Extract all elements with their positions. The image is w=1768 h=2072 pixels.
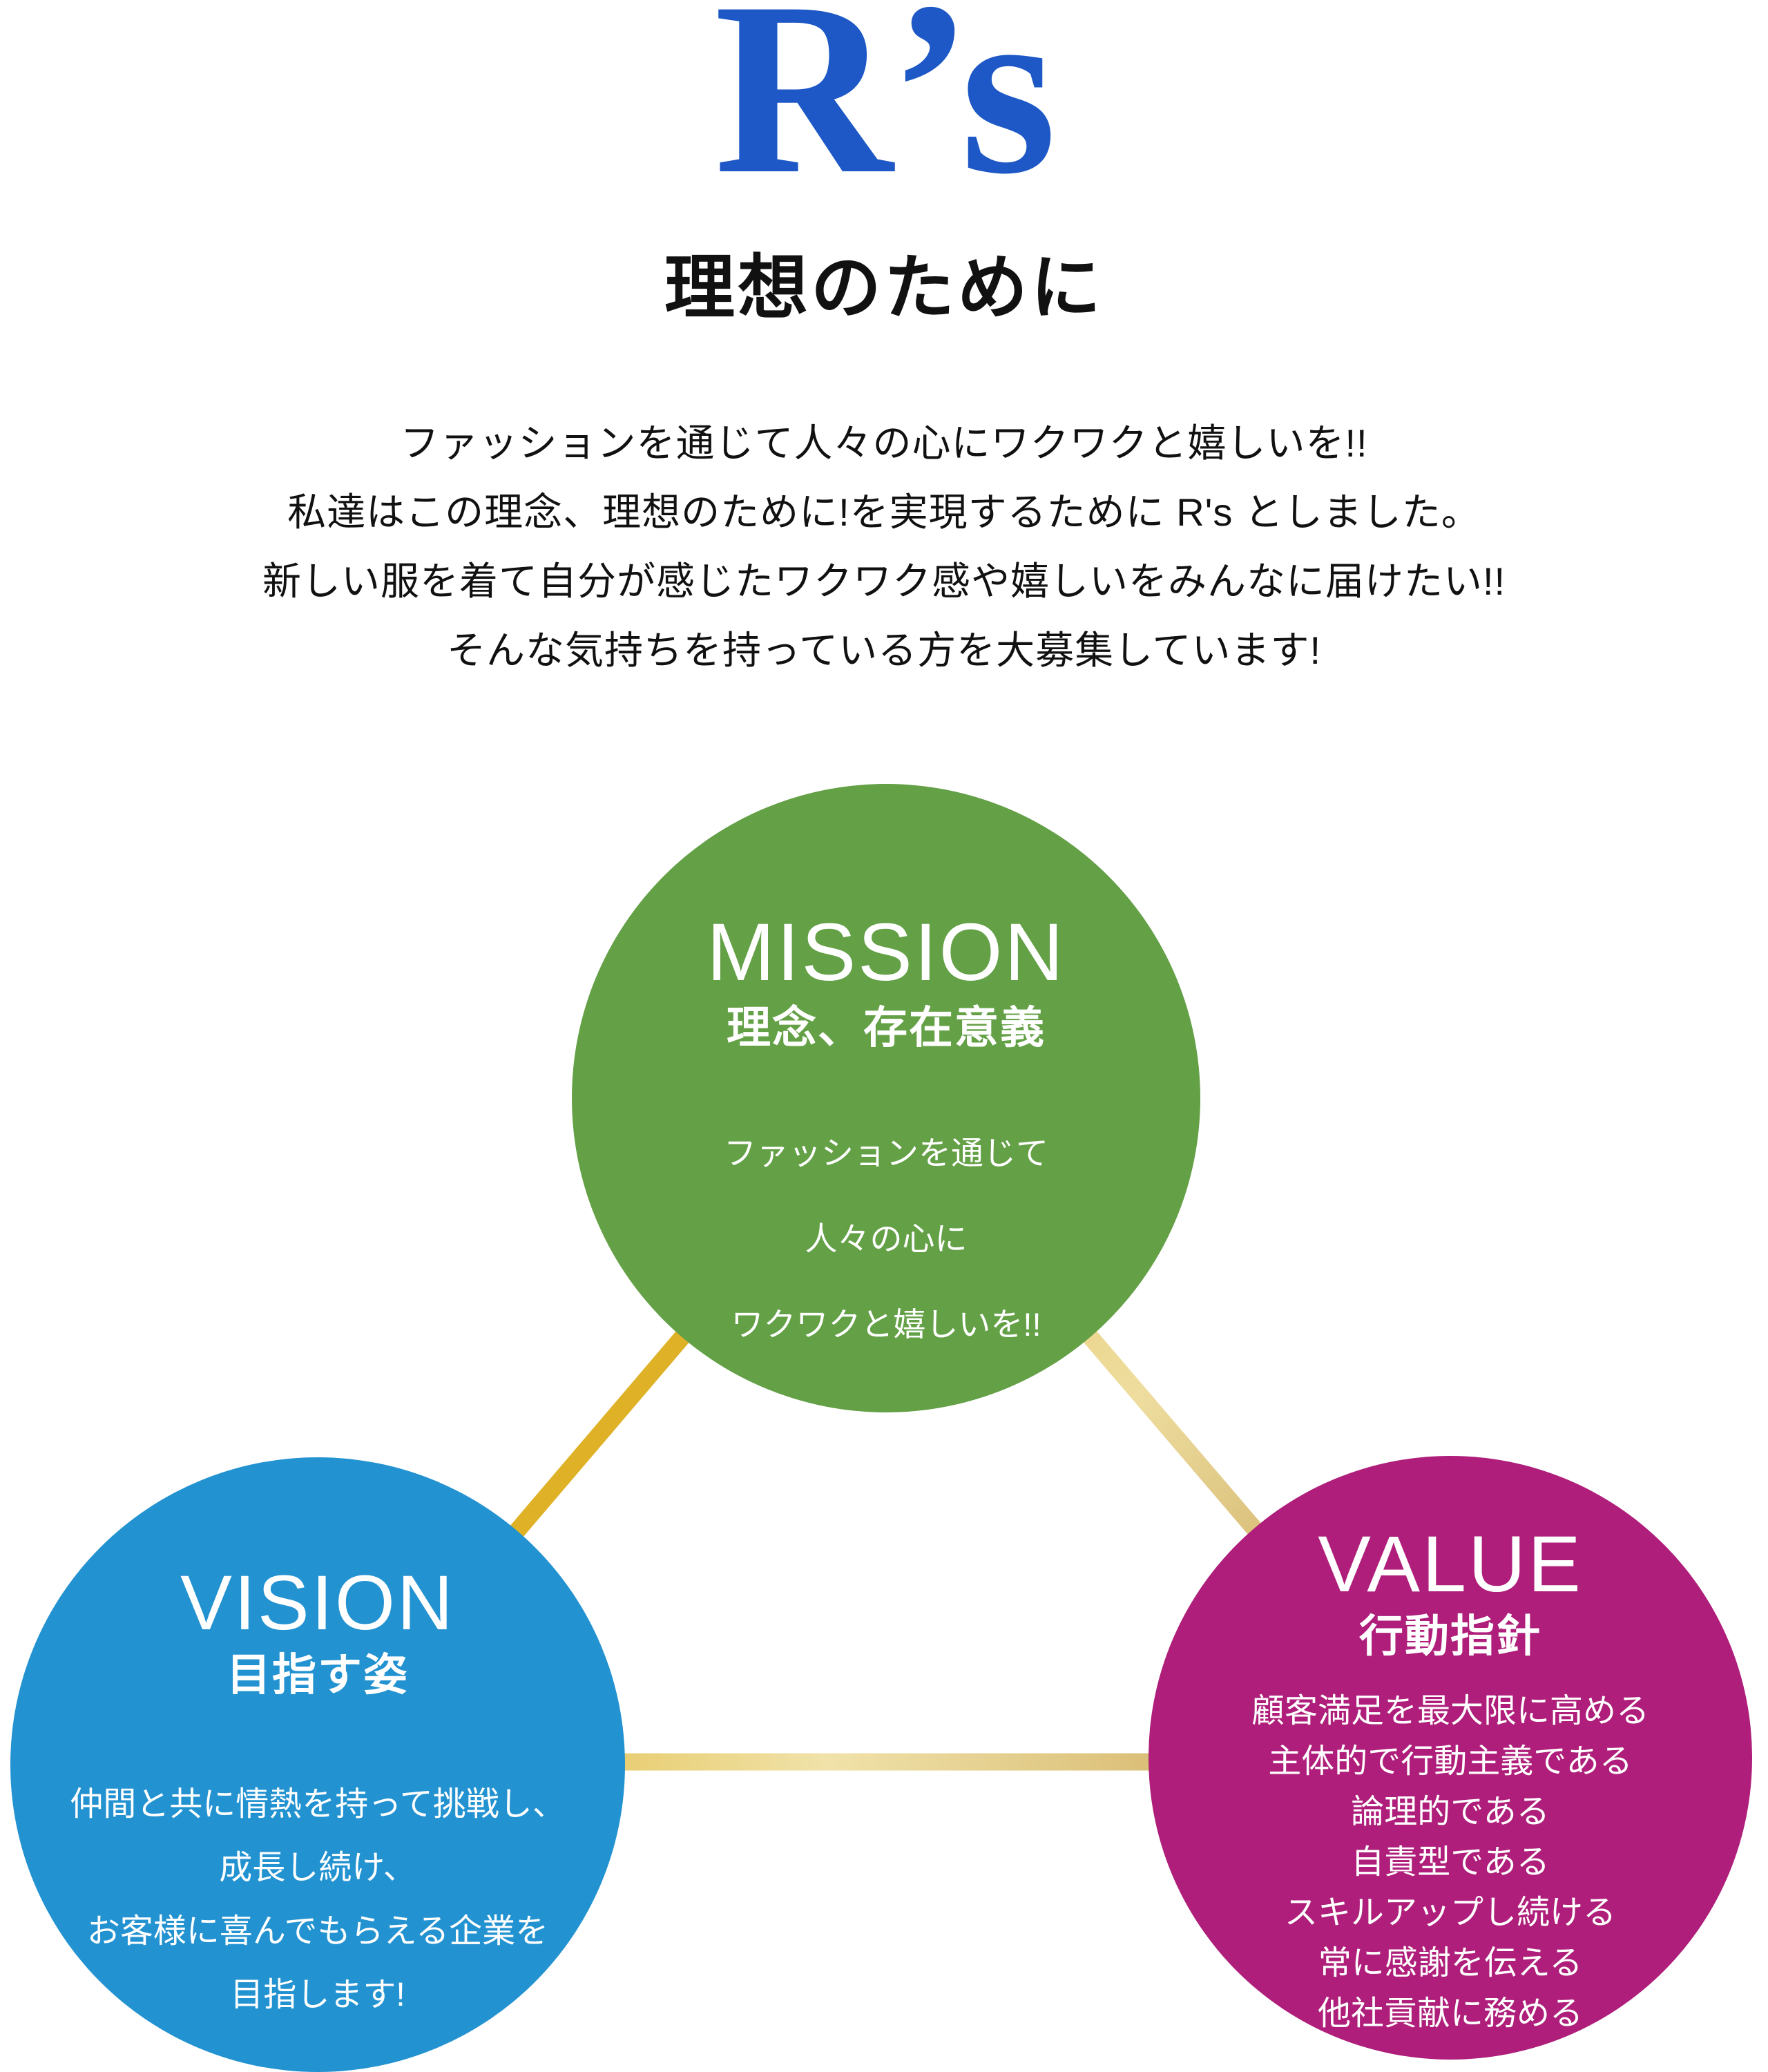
- intro-line: 新しい服を着て自分が感じたワクワク感や嬉しいをみんなに届けたい!!: [262, 559, 1506, 603]
- vision-circle: VISION 目指す姿 仲間と共に情熱を持って挑戦し、 成長し続け、 お客様に喜…: [10, 1457, 625, 2072]
- value-line: 論理的である: [1351, 1794, 1550, 1830]
- intro-line: 私達はこの理念、理想のために!を実現するために R's としました。: [287, 490, 1481, 534]
- intro-paragraph: ファッションを通じて人々の心にワクワクと嬉しいを!! 私達はこの理念、理想のため…: [0, 409, 1768, 685]
- intro-line: そんな気持ちを持っている方を大募集しています!: [446, 629, 1322, 672]
- mission-line: ファッションを通じて: [724, 1135, 1048, 1171]
- vision-line: 目指します!: [230, 1977, 405, 2013]
- value-line: 顧客満足を最大限に高める: [1251, 1693, 1649, 1729]
- page-title: 理想のために: [664, 249, 1104, 327]
- vision-line: 仲間と共に情熱を持って挑戦し、: [70, 1786, 566, 1823]
- vision-body: 仲間と共に情熱を持って挑戦し、 成長し続け、 お客様に喜んでもらえる企業を 目指…: [10, 1773, 625, 2027]
- value-line: スキルアップし続ける: [1284, 1894, 1616, 1931]
- intro-line: ファッションを通じて人々の心にワクワクと嬉しいを!!: [400, 421, 1368, 465]
- vision-line: お客様に喜んでもらえる企業を: [86, 1913, 549, 1950]
- brand-logo-rs: R’s: [714, 0, 1057, 225]
- mission-circle: MISSION 理念、存在意義 ファッションを通じて 人々の心に ワクワクと嬉し…: [572, 784, 1200, 1412]
- vision-title: VISION: [180, 1560, 455, 1646]
- value-body: 顧客満足を最大限に高める 主体的で行動主義である 論理的である 自責型である ス…: [1149, 1686, 1752, 2039]
- vision-subtitle: 目指す姿: [227, 1650, 409, 1700]
- mission-subtitle: 理念、存在意義: [727, 1003, 1046, 1053]
- mission-body: ファッションを通じて 人々の心に ワクワクと嬉しいを!!: [572, 1111, 1200, 1368]
- vision-line: 成長し続け、: [219, 1850, 416, 1886]
- mission-line: ワクワクと嬉しいを!!: [731, 1306, 1041, 1343]
- value-subtitle: 行動指針: [1359, 1611, 1541, 1661]
- mission-title: MISSION: [707, 907, 1066, 998]
- value-line: 他社貢献に務める: [1317, 1995, 1583, 2032]
- value-line: 自責型である: [1351, 1844, 1550, 1881]
- value-line: 常に感謝を伝える: [1318, 1945, 1583, 1982]
- value-line: 主体的で行動主義である: [1268, 1743, 1633, 1780]
- value-title: VALUE: [1318, 1520, 1583, 1609]
- mission-line: 人々の心に: [805, 1220, 968, 1257]
- value-circle: VALUE 行動指針 顧客満足を最大限に高める 主体的で行動主義である 論理的で…: [1149, 1456, 1752, 2060]
